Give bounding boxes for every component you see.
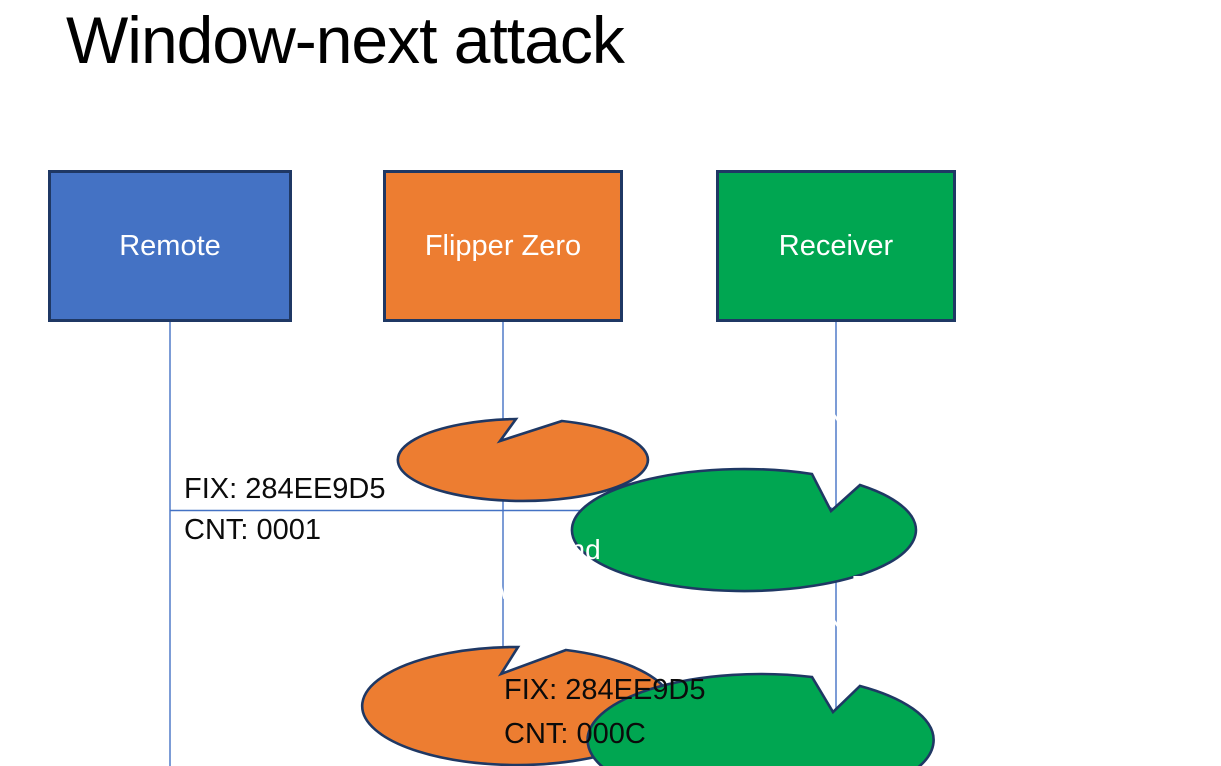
callout-line: Known (515, 385, 601, 416)
callout-text-send-window-next: Send window-next Count (413, 530, 723, 650)
callout-line: CNT 000C good (807, 610, 1009, 641)
callout-line: Count (530, 614, 606, 645)
speech-bubble-opened-2 (586, 672, 935, 766)
actor-box-remote: Remote (48, 170, 292, 322)
actor-box-flipper-zero: Flipper Zero (383, 170, 623, 322)
callout-text-opened-2: FIX good CNT 000C good “Opened” (736, 566, 1080, 686)
callout-line: KEY (529, 345, 587, 376)
callout-text-opened-1: FIX good CNT 0001 good “Opened” (736, 364, 1080, 484)
message-1-cnt-label: CNT: 0001 (184, 514, 322, 546)
message-2-cnt-label: CNT: 000C (504, 718, 646, 750)
message-1-fix-label: FIX: 284EE9D5 (184, 473, 386, 505)
page-title: Window-next attack (66, 3, 625, 77)
callout-text-key-known: KEY Known (433, 341, 683, 421)
message-2-fix-label: FIX: 284EE9D5 (504, 674, 706, 706)
callout-line: “Opened” (848, 448, 968, 479)
callout-line: window-next (490, 574, 646, 605)
speech-bubble-opened-1 (570, 467, 918, 593)
actor-label-receiver: Receiver (778, 229, 894, 262)
callout-line: Send (535, 534, 601, 565)
callout-line: CNT 0001 good (809, 408, 1007, 439)
callout-line: “Opened” (848, 650, 968, 681)
callout-line: FIX good (851, 570, 965, 601)
actor-label-flipper-zero: Flipper Zero (424, 229, 582, 262)
actor-label-remote: Remote (119, 229, 221, 262)
callout-line: FIX good (851, 368, 965, 399)
actor-box-receiver: Receiver (716, 170, 956, 322)
speech-bubble-key-known (396, 417, 650, 503)
